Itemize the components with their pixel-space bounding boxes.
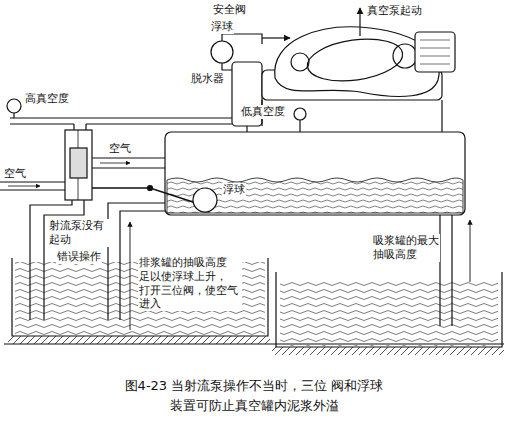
belt-guard	[305, 34, 406, 87]
ground-hatch	[8, 336, 270, 344]
air-inlet-pipe	[0, 182, 65, 190]
flow-label: 空气	[108, 142, 132, 156]
part-name: 浮球	[210, 20, 234, 34]
valve-top-pipe	[74, 124, 86, 130]
note: 排浆罐的抽吸高度 足以使浮球上升， 打开三位阀，使空气 进入	[138, 256, 242, 311]
part-name: 安全阀	[212, 3, 247, 17]
low-vacuum-gauge	[294, 108, 306, 120]
right-pool-water	[280, 280, 498, 346]
air-arrow	[8, 186, 40, 187]
motor	[415, 32, 455, 72]
lever-pivot	[148, 186, 153, 191]
gauge-label: 高真空度	[24, 92, 70, 106]
figure-caption: 图4-23 当射流泵操作不当时，三位 阀和浮球装置可防止真空罐内泥浆外溢	[124, 376, 384, 415]
pulley	[393, 44, 417, 68]
valve-stem	[78, 130, 79, 200]
high-vacuum-gauge	[7, 99, 21, 113]
part-name: 脱水器	[190, 72, 225, 86]
note: 射流泵没有 起动	[48, 219, 110, 247]
flow-label: 空气	[3, 167, 27, 181]
safety-valve-float	[211, 41, 233, 63]
motor-fins	[420, 40, 450, 64]
note: 错误操作	[56, 250, 102, 264]
gauge-label: 低真空度	[240, 105, 286, 119]
three-way-valve	[65, 130, 92, 200]
pulley	[291, 53, 309, 71]
gauge-stem	[299, 120, 300, 132]
float-lever	[92, 188, 196, 203]
valve-tank-pipe	[92, 158, 165, 168]
suction-pipe	[440, 215, 452, 326]
gauge-stem	[13, 113, 14, 118]
dehydrator-pipe	[246, 126, 247, 132]
safety-valve-pipe	[222, 34, 262, 70]
float-ball	[193, 188, 217, 212]
high-vacuum-pipe	[10, 118, 232, 124]
air-arrow	[100, 163, 130, 164]
pump-support	[262, 100, 442, 132]
ground-hatch	[272, 347, 504, 355]
ground-line	[4, 343, 504, 344]
discharge-height-arrow	[130, 222, 131, 330]
dimension-label: 吸浆罐的最大 抽吸高度	[372, 234, 440, 262]
note: 真空泵起动	[366, 4, 423, 18]
max-suction-height-arrow	[470, 220, 471, 282]
part-name: 浮球	[222, 183, 246, 197]
slurry-level	[167, 178, 463, 213]
vacuum-tank	[165, 132, 465, 215]
pump-start-arrow	[359, 8, 360, 36]
right-pool-wall	[276, 272, 502, 347]
air-out-arrow	[262, 37, 290, 38]
valve-spool	[70, 148, 87, 178]
